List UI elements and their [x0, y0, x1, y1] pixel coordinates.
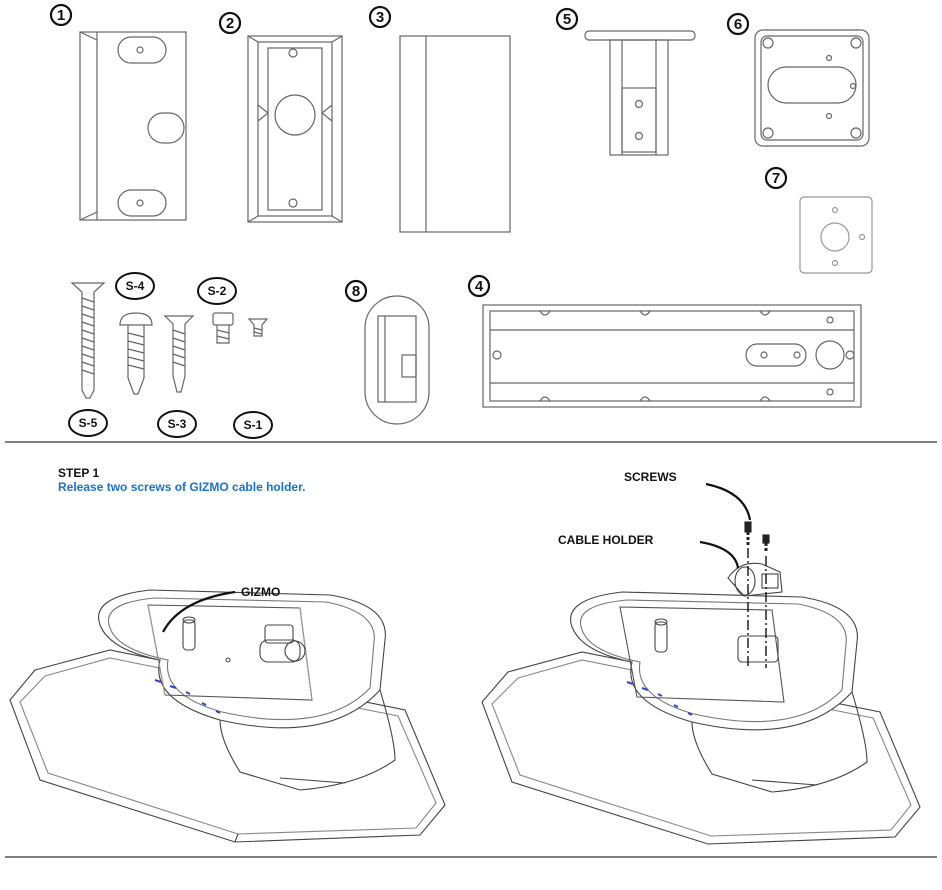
label-s1: S-1 [244, 418, 263, 432]
badge-7: 7 [772, 170, 780, 187]
part-3-drawing [400, 36, 510, 232]
step-description: Release two screws of GIZMO cable holder… [58, 480, 305, 494]
screw-s3-drawing [165, 316, 193, 392]
badge-1: 1 [57, 7, 65, 24]
screw-s5-drawing [72, 283, 104, 398]
badge-3: 3 [376, 9, 384, 26]
part-2-drawing [248, 36, 342, 222]
badge-4: 4 [475, 278, 484, 295]
label-s4: S-4 [126, 279, 145, 293]
step-title: STEP 1 [58, 466, 99, 480]
part-8-drawing [365, 296, 429, 424]
screw-s1-drawing [249, 319, 267, 336]
callout-gizmo: GIZMO [241, 585, 280, 599]
label-s5: S-5 [79, 416, 98, 430]
badge-8: 8 [352, 283, 360, 300]
badge-5: 5 [563, 11, 571, 28]
part-4-drawing [483, 305, 861, 407]
badge-6: 6 [734, 16, 742, 33]
label-s2: S-2 [208, 284, 227, 298]
screws-leader-line [706, 484, 750, 520]
part-5-drawing [585, 31, 695, 155]
screw-s4-drawing [120, 313, 152, 394]
badge-2: 2 [226, 15, 234, 32]
cable-holder-leader-line [700, 542, 738, 568]
callout-screws: SCREWS [624, 470, 677, 484]
part-6-drawing [755, 30, 869, 146]
part-7-drawing [800, 197, 872, 273]
device-left-drawing [10, 590, 445, 842]
device-right-drawing [482, 522, 920, 844]
screw-s2-drawing [213, 313, 233, 343]
label-s3: S-3 [168, 417, 187, 431]
part-1-drawing [80, 32, 186, 220]
callout-cable-holder: CABLE HOLDER [558, 533, 653, 547]
